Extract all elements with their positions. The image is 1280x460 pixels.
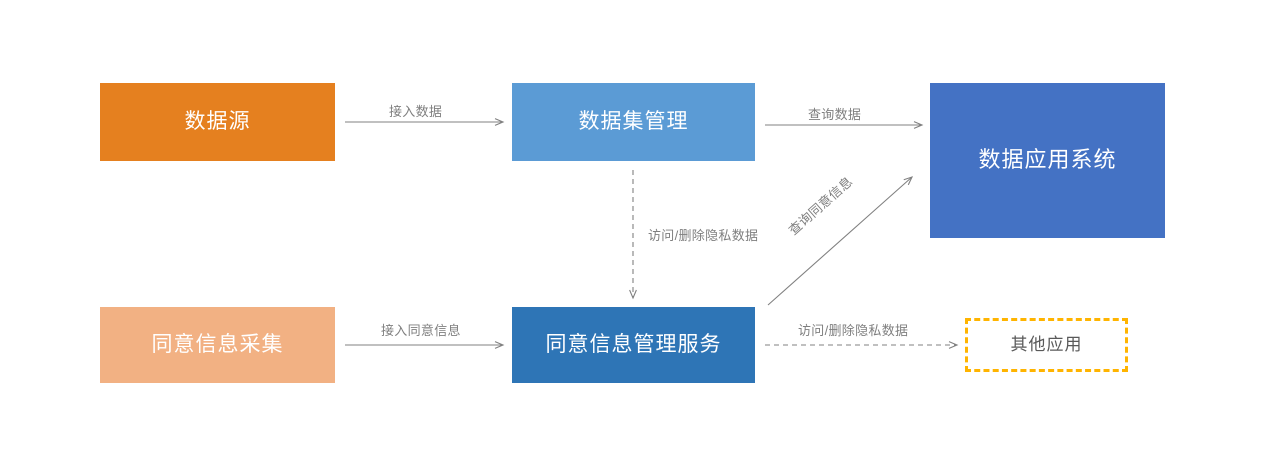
edge-label-query-data: 查询数据 bbox=[808, 107, 862, 122]
edge-label-query-consent-info: 查询同意信息 bbox=[785, 173, 856, 238]
node-data-source-label: 数据源 bbox=[184, 110, 251, 134]
edge-label-ingest-consent-info: 接入同意信息 bbox=[381, 323, 461, 338]
node-dataset-management[interactable]: 数据集管理 bbox=[512, 83, 755, 161]
edge-label-ingest-data: 接入数据 bbox=[389, 104, 443, 119]
edge-label-access-delete-private-data-horizontal: 访问/删除隐私数据 bbox=[798, 323, 909, 338]
node-data-application-system-label: 数据应用系统 bbox=[978, 147, 1117, 173]
node-other-applications[interactable]: 其他应用 bbox=[965, 318, 1128, 372]
node-dataset-management-label: 数据集管理 bbox=[578, 110, 689, 134]
node-consent-management-service-label: 同意信息管理服务 bbox=[545, 333, 722, 357]
node-consent-management-service[interactable]: 同意信息管理服务 bbox=[512, 307, 755, 383]
node-consent-collection[interactable]: 同意信息采集 bbox=[100, 307, 335, 383]
node-data-source[interactable]: 数据源 bbox=[100, 83, 335, 161]
node-data-application-system[interactable]: 数据应用系统 bbox=[930, 83, 1165, 238]
node-consent-collection-label: 同意信息采集 bbox=[151, 333, 284, 357]
edge-label-access-delete-private-data-vertical: 访问/删除隐私数据 bbox=[648, 228, 759, 243]
node-other-applications-label: 其他应用 bbox=[1010, 334, 1083, 354]
